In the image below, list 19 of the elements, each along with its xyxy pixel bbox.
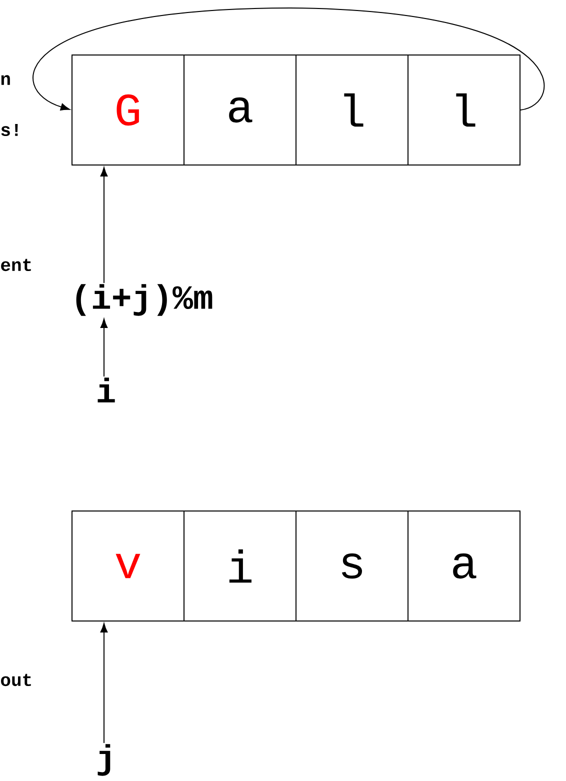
note-text: ent xyxy=(1,258,31,272)
letter-cell: l xyxy=(296,54,408,166)
letter-cell: i xyxy=(184,510,296,622)
arrow xyxy=(32,8,544,110)
note-text: n xyxy=(1,75,10,85)
letter-cell: l xyxy=(408,54,520,166)
note-text: out xyxy=(1,674,31,686)
arrow xyxy=(100,167,108,284)
letter-cell: a xyxy=(184,54,296,166)
letter-cell: v xyxy=(72,510,184,622)
index-expression: i xyxy=(98,378,115,402)
arrow xyxy=(100,318,108,377)
letter-cell: G xyxy=(72,54,184,166)
arrow xyxy=(100,623,108,744)
note-text: s! xyxy=(1,124,18,136)
letter-cell: s xyxy=(296,510,408,622)
index-expression: j xyxy=(98,744,110,776)
letter-cell: a xyxy=(408,510,520,622)
index-expression: (i+j)%m xyxy=(76,284,212,316)
